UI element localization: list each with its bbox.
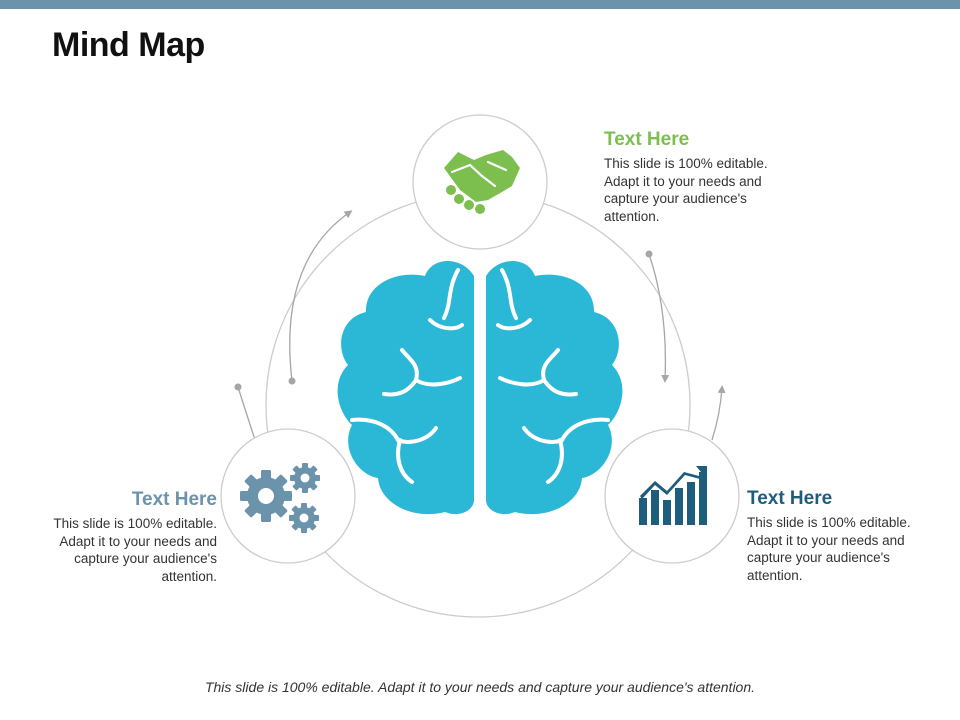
node-heading: Text Here [131, 489, 217, 510]
node-circle-right [604, 428, 740, 564]
top-accent-bar [0, 0, 960, 9]
arrow-dot [288, 377, 296, 385]
arrow-top-to-right [648, 253, 670, 383]
node-text-left: Text Here This slide is 100% editable. A… [42, 489, 217, 585]
arrow-dot [645, 250, 653, 258]
arrow-dot [234, 383, 242, 391]
node-text-bottom-right: Text Here This slide is 100% editable. A… [747, 488, 922, 584]
node-description: This slide is 100% editable. Adapt it to… [53, 516, 217, 584]
arrow-bottom-to-right [711, 385, 726, 441]
gears-icon [240, 463, 320, 533]
brain-icon [337, 261, 623, 515]
node-text-top-right: Text Here This slide is 100% editable. A… [604, 129, 779, 225]
node-heading: Text Here [604, 129, 690, 150]
outer-ring [265, 192, 691, 618]
handshake-icon [444, 150, 520, 214]
slide-title: Mind Map [52, 26, 205, 64]
node-description: This slide is 100% editable. Adapt it to… [747, 515, 911, 583]
arrow-left-to-top [289, 210, 353, 382]
growth-chart-icon [639, 466, 707, 525]
node-description: This slide is 100% editable. Adapt it to… [604, 156, 768, 224]
node-heading: Text Here [747, 488, 833, 509]
footer-note: This slide is 100% editable. Adapt it to… [204, 679, 756, 695]
